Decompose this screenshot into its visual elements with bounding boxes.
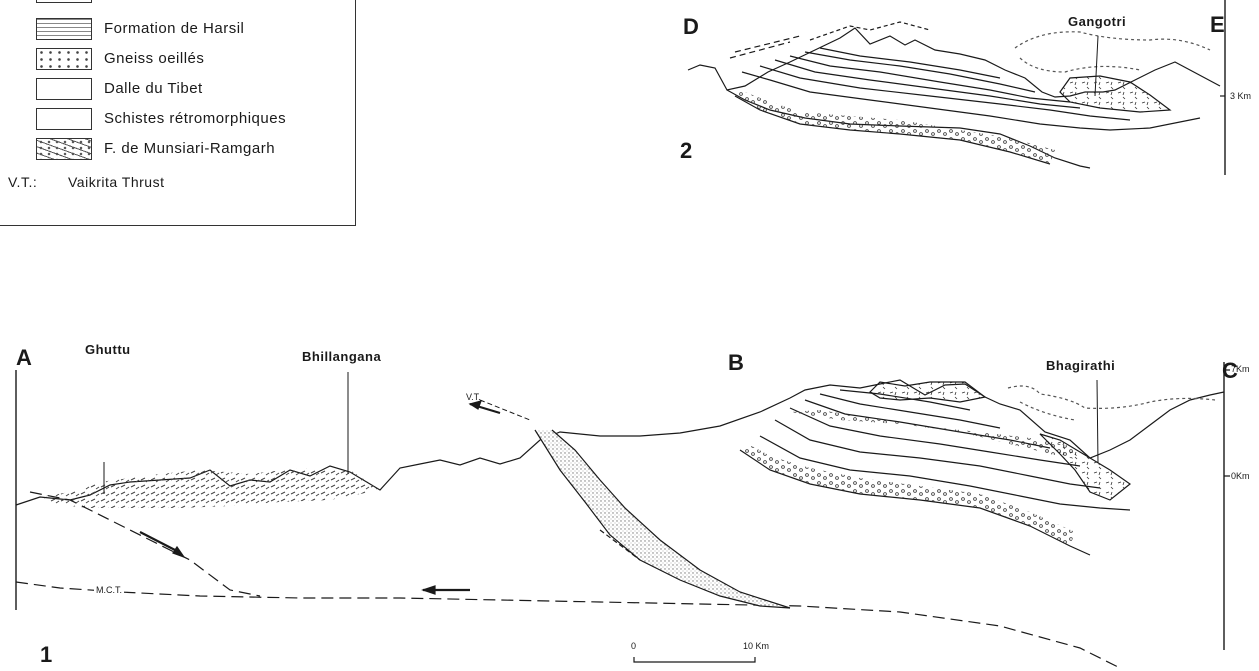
- section-2-right-letter: E: [1210, 12, 1225, 38]
- section-1-drawing: [16, 362, 1230, 668]
- scale-bar-start: 0: [631, 641, 636, 651]
- section-1-place-bhillangana: Bhillangana: [302, 349, 381, 364]
- section-1-mid-letter: B: [728, 350, 744, 376]
- section-1-place-ghuttu: Ghuttu: [85, 342, 131, 357]
- section-1-left-letter: A: [16, 345, 32, 371]
- section-2-number: 2: [680, 138, 692, 164]
- section-2-left-letter: D: [683, 14, 699, 40]
- section-2-place-gangotri: Gangotri: [1068, 14, 1126, 29]
- section-1-fault-vt: V.T.: [466, 392, 481, 402]
- scale-bar-end: 10 Km: [743, 641, 769, 651]
- section-1-number: 1: [40, 642, 52, 668]
- section-1-fault-mct: M.C.T.: [94, 585, 124, 595]
- section-2-drawing: [688, 0, 1225, 175]
- section-1-scale-top: 7Km: [1231, 364, 1250, 374]
- section-1-scale-mid: 0Km: [1231, 471, 1250, 481]
- section-1-place-bhagirathi: Bhagirathi: [1046, 358, 1115, 373]
- section-2-scale-label: 3 Km: [1230, 91, 1251, 101]
